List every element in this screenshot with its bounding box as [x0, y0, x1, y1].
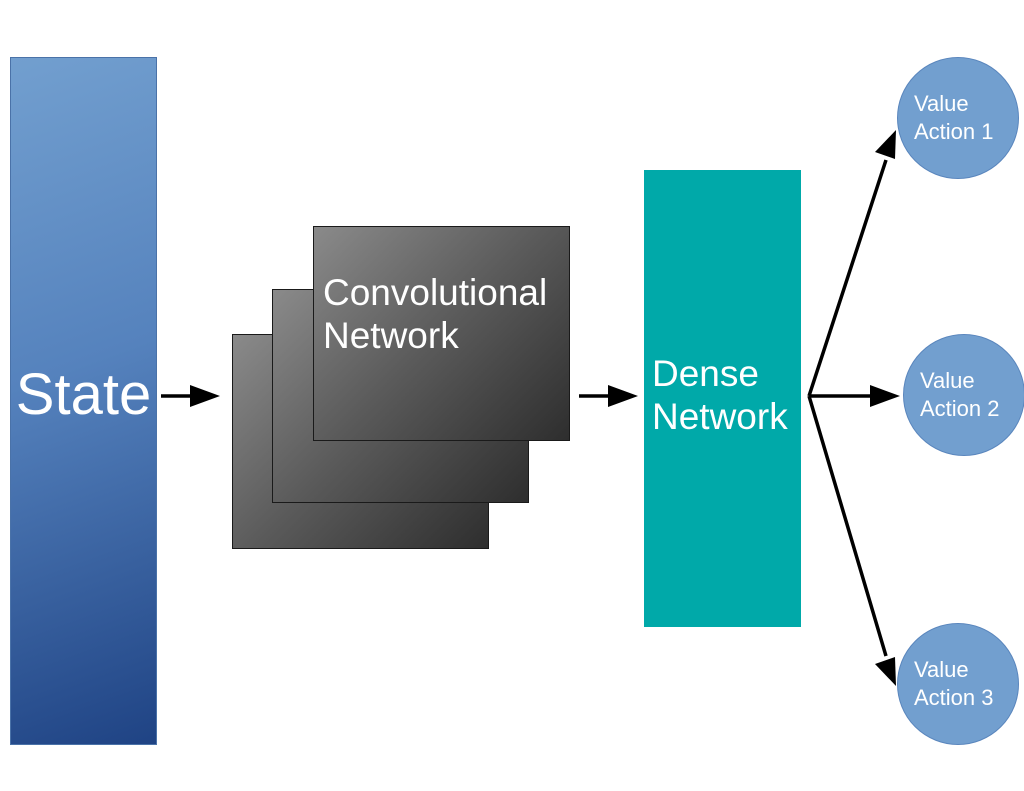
arrowhead-action-3: [875, 657, 896, 686]
arrowhead-conv-to-dense: [608, 385, 638, 407]
conv-network-label: Convolutional Network: [323, 271, 547, 357]
dense-network-label: Dense Network: [652, 352, 788, 438]
value-action-3-line2: Action 3: [914, 685, 994, 710]
value-action-3-node: Value Action 3: [897, 623, 1019, 745]
arrow-dense-to-action-1: [807, 159, 888, 397]
conv-label-line2: Network: [323, 315, 459, 356]
arrowhead-state-to-conv: [190, 385, 220, 407]
value-action-1-node: Value Action 1: [897, 57, 1019, 179]
value-action-3-line1: Value: [914, 657, 969, 682]
dense-label-line1: Dense: [652, 353, 759, 394]
value-action-2-line2: Action 2: [920, 396, 1000, 421]
value-action-1-line2: Action 1: [914, 119, 994, 144]
state-label: State: [15, 362, 152, 427]
conv-layer-front: Convolutional Network: [313, 226, 570, 441]
value-action-2-line1: Value: [920, 368, 975, 393]
dense-network-block: Dense Network: [644, 170, 801, 627]
value-action-1-line1: Value: [914, 91, 969, 116]
dense-label-line2: Network: [652, 396, 788, 437]
arrowhead-action-2: [870, 385, 900, 407]
arrowhead-action-1: [875, 130, 896, 159]
value-action-2-node: Value Action 2: [903, 334, 1024, 456]
arrow-dense-to-action-3: [807, 395, 888, 657]
state-block: State: [10, 57, 157, 745]
conv-label-line1: Convolutional: [323, 272, 548, 313]
